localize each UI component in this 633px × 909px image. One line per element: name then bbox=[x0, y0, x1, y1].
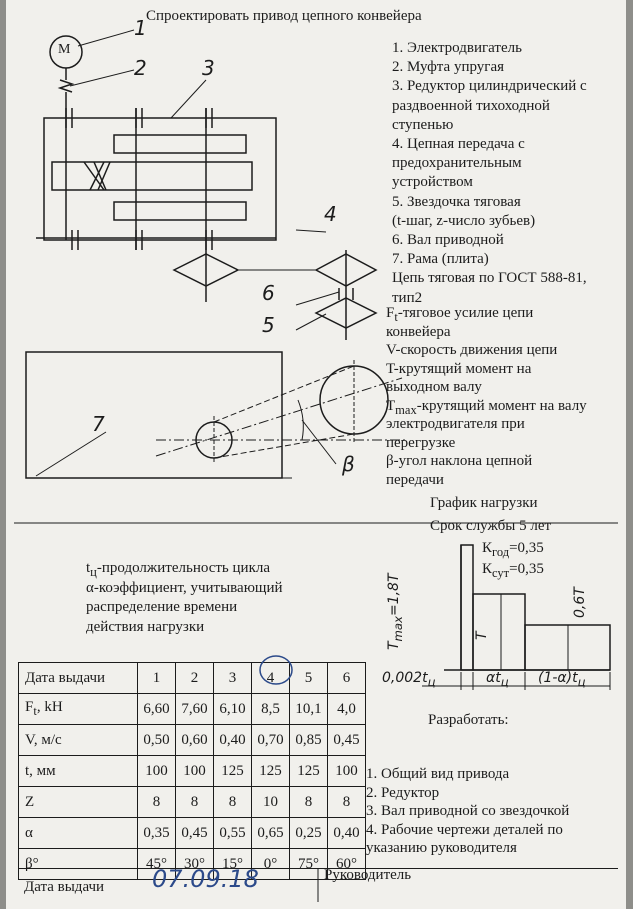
table-cell: 7,60 bbox=[175, 693, 214, 725]
table-cell: 0,50 bbox=[137, 724, 176, 756]
row-label: Z bbox=[18, 786, 138, 818]
table-cell: 0,40 bbox=[327, 817, 366, 849]
note-line-1: α-коэффициент, учитывающий bbox=[86, 579, 283, 596]
table-cell: 100 bbox=[327, 755, 366, 787]
seg3-label: (1-α)tц bbox=[538, 670, 586, 689]
definition-line-8: β-угол наклона цепной bbox=[386, 453, 533, 469]
table-cell: 8 bbox=[175, 786, 214, 818]
footer: Дата выдачи 07.09.18 Руководитель bbox=[18, 865, 618, 902]
note-line-2: распределение времени bbox=[86, 599, 238, 615]
component-line-0: 1. Электродвигатель bbox=[392, 40, 522, 56]
component-line-5: 4. Цепная передача с bbox=[392, 136, 525, 152]
table-cell: 0,25 bbox=[289, 817, 328, 849]
table-cell: 4,0 bbox=[327, 693, 366, 725]
seg1-label: 0,002tц bbox=[382, 670, 436, 689]
component-line-1: 2. Муфта упругая bbox=[392, 59, 504, 76]
table-cell: 100 bbox=[175, 755, 214, 787]
seg2-label: αtц bbox=[486, 670, 509, 689]
callout-1: 1 bbox=[134, 16, 147, 40]
note-line-3: действия нагрузки bbox=[86, 618, 205, 635]
definition-line-0: Ft-тяговое усилие цепи bbox=[386, 305, 534, 324]
component-line-13: тип2 bbox=[392, 289, 423, 306]
definition-line-2: V-скорость движения цепи bbox=[386, 342, 558, 358]
develop-item-4: указанию руководителя bbox=[366, 840, 517, 856]
kinematic-scheme bbox=[14, 29, 618, 690]
beta-label: β bbox=[342, 452, 355, 476]
load-title: График нагрузки bbox=[430, 495, 538, 511]
component-line-11: 7. Рама (плита) bbox=[392, 251, 489, 268]
definition-line-5: Tmax-крутящий момент на валу bbox=[386, 397, 587, 417]
callout-6: 6 bbox=[262, 281, 275, 305]
table-cell: 125 bbox=[289, 755, 328, 787]
table-cell: 100 bbox=[137, 755, 176, 787]
definition-line-1: конвейера bbox=[386, 323, 451, 340]
develop-item-1: 2. Редуктор bbox=[366, 784, 440, 801]
component-line-3: раздвоенной тихоходной bbox=[392, 97, 550, 114]
service-life: Срок службы 5 лет bbox=[430, 518, 552, 534]
component-line-7: устройством bbox=[392, 174, 473, 191]
table-cell: 6,60 bbox=[137, 693, 176, 725]
table-cell: 0,45 bbox=[327, 724, 366, 756]
component-line-8: 5. Звездочка тяговая bbox=[392, 193, 521, 210]
table-cell: 15° bbox=[213, 848, 252, 880]
assignment-sheet: Спроектировать привод цепного конвейера … bbox=[6, 0, 626, 909]
component-line-4: ступенью bbox=[392, 116, 454, 133]
table-header-label: Дата выдачи bbox=[18, 662, 138, 694]
table-cell: 8 bbox=[213, 786, 252, 818]
definition-line-7: перегрузке bbox=[386, 434, 456, 451]
callout-4: 4 bbox=[324, 202, 337, 226]
develop-item-0: 1. Общий вид привода bbox=[366, 766, 510, 782]
table-cell: 75° bbox=[289, 848, 328, 880]
definition-line-3: T-крутящий момент на bbox=[386, 360, 532, 377]
table-cell: 8,5 bbox=[251, 693, 290, 725]
variant-0: 1 bbox=[137, 662, 176, 694]
callout-2: 2 bbox=[134, 56, 147, 80]
table-cell: 10,1 bbox=[289, 693, 328, 725]
callout-7: 7 bbox=[92, 412, 105, 436]
table-cell: 60° bbox=[327, 848, 366, 880]
table-cell: 6,10 bbox=[213, 693, 252, 725]
table-cell: 0,65 bbox=[251, 817, 290, 849]
definition-line-4: выходном валу bbox=[386, 379, 482, 395]
row-label: α bbox=[18, 817, 138, 849]
page-title: Спроектировать привод цепного конвейера bbox=[146, 8, 422, 24]
table-row: β°45°30°15°0°75°60° bbox=[18, 848, 366, 880]
row-label: V, м/с bbox=[18, 724, 138, 756]
develop-item-2: 3. Вал приводной со звездочкой bbox=[366, 803, 570, 819]
develop-item-3: 4. Рабочие чертежи деталей по bbox=[366, 821, 563, 838]
coupling-symbol bbox=[57, 79, 75, 93]
callout-5: 5 bbox=[262, 313, 275, 337]
reducer-frame bbox=[43, 117, 277, 241]
component-line-12: Цепь тяговая по ГОСТ 588-81, bbox=[392, 270, 587, 287]
definition-line-9: передачи bbox=[386, 471, 444, 488]
component-line-6: предохранительным bbox=[392, 155, 522, 172]
k-god: Кгод=0,35 bbox=[482, 540, 544, 559]
callout-3: 3 bbox=[202, 56, 215, 80]
component-line-9: (t-шаг, z-число зубьев) bbox=[392, 212, 536, 229]
footer-date-label: Дата выдачи bbox=[24, 879, 105, 895]
row-label: β° bbox=[18, 848, 138, 880]
footer-date-value: 07.09.18 bbox=[152, 865, 259, 893]
develop-title: Разработать: bbox=[428, 712, 509, 728]
definition-line-6: электродвигателя при bbox=[386, 416, 525, 432]
table-cell: 0° bbox=[251, 848, 290, 880]
variant-circle bbox=[259, 655, 293, 685]
note-line-0: tц-продолжительность цикла bbox=[86, 560, 271, 579]
variant-5: 6 bbox=[327, 662, 366, 694]
footer-supervisor: Руководитель bbox=[324, 867, 412, 883]
table-cell: 0,45 bbox=[175, 817, 214, 849]
table-cell: 0,55 bbox=[213, 817, 252, 849]
component-line-2: 3. Редуктор цилиндрический с bbox=[392, 78, 587, 95]
k-sut: Ксут=0,35 bbox=[482, 561, 544, 580]
motor-label: М bbox=[58, 42, 71, 57]
variant-1: 2 bbox=[175, 662, 214, 694]
table-cell: 30° bbox=[175, 848, 214, 880]
component-line-10: 6. Вал приводной bbox=[392, 232, 504, 248]
